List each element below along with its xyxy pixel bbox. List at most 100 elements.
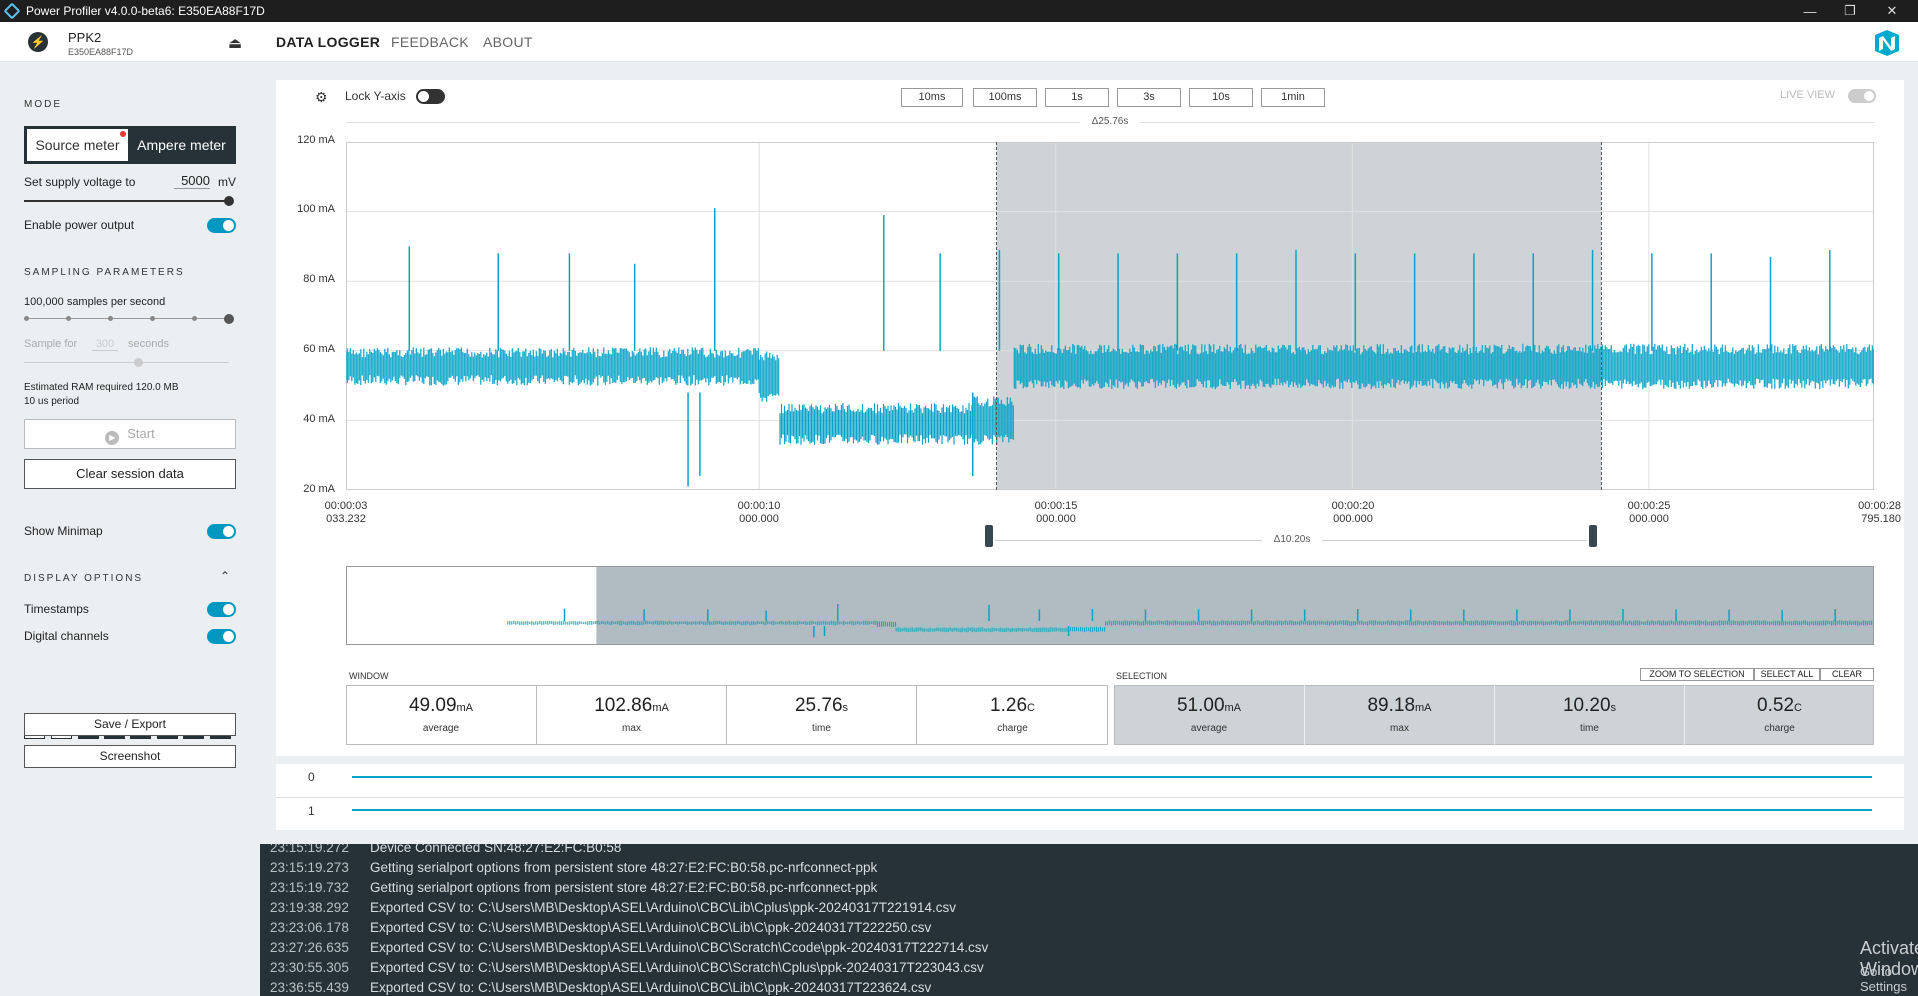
minimap[interactable]	[346, 566, 1874, 645]
digital-channels-panel: 0 1	[276, 764, 1904, 830]
sample-for-unit: seconds	[128, 338, 169, 350]
timestamps-toggle[interactable]	[207, 602, 236, 617]
window-title: Power Profiler v4.0.0-beta6: E350EA88F17…	[26, 4, 265, 18]
device-name[interactable]: PPK2	[68, 30, 102, 45]
y-tick-label: 40 mA	[303, 413, 335, 425]
ampere-meter-button[interactable]: Ampere meter	[137, 137, 226, 153]
mode-switch: Source meter Ampere meter	[24, 126, 236, 164]
current-trace-band	[895, 627, 1069, 633]
current-trace-band	[877, 621, 897, 627]
tab-data-logger[interactable]: DATA LOGGER	[276, 34, 381, 50]
screenshot-button[interactable]: Screenshot	[24, 745, 236, 768]
y-tick-label: 60 mA	[303, 343, 335, 355]
samples-rate-label: 100,000 samples per second	[24, 296, 166, 308]
samples-rate-slider[interactable]	[24, 318, 229, 319]
current-trace-band	[758, 351, 780, 402]
digital-channel-label: 0	[308, 770, 315, 784]
current-chart[interactable]	[346, 142, 1874, 490]
tab-about[interactable]: ABOUT	[483, 34, 533, 50]
enable-power-label: Enable power output	[24, 218, 135, 232]
zoom-3s-button[interactable]: 3s	[1117, 88, 1181, 107]
show-minimap-toggle[interactable]	[207, 524, 236, 539]
digital-channels-toggle[interactable]	[207, 629, 236, 644]
minimap-window-region	[596, 567, 1873, 644]
window-delta-label: Δ25.76s	[1080, 116, 1140, 127]
window-titlebar: Power Profiler v4.0.0-beta6: E350EA88F17…	[0, 0, 1918, 22]
start-button-label: Start	[127, 426, 155, 441]
selection-region	[996, 142, 1602, 490]
selection-start-handle[interactable]	[985, 525, 993, 547]
supply-voltage-input[interactable]: 5000	[174, 173, 210, 189]
current-trace-band	[1013, 343, 1874, 390]
play-icon: ▶	[105, 431, 120, 445]
supply-voltage-unit: mV	[218, 175, 236, 189]
maximize-button[interactable]: ❐	[1844, 3, 1856, 18]
zoom-1s-button[interactable]: 1s	[1045, 88, 1109, 107]
zoom-10ms-button[interactable]: 10ms	[901, 88, 963, 107]
close-button[interactable]: ✕	[1886, 3, 1898, 18]
gear-icon[interactable]: ⚙	[315, 89, 328, 105]
period-label: 10 us period	[24, 396, 80, 407]
source-meter-button[interactable]: Source meter	[27, 129, 128, 161]
zoom-to-selection-button[interactable]: ZOOM TO SELECTION	[1640, 668, 1754, 681]
sample-for-input[interactable]: 300	[92, 338, 118, 351]
select-all-button[interactable]: SELECT ALL	[1754, 668, 1820, 681]
selection-end-handle[interactable]	[1589, 525, 1597, 547]
current-trace-band	[346, 347, 759, 386]
supply-voltage-slider-knob[interactable]	[224, 196, 234, 206]
supply-voltage-label: Set supply voltage to	[24, 175, 136, 189]
window-stats-panel	[346, 685, 1108, 745]
eject-icon[interactable]: ⏏	[228, 35, 243, 52]
clear-session-button[interactable]: Clear session data	[24, 459, 236, 489]
lock-y-axis-label: Lock Y-axis	[345, 89, 406, 103]
zoom-10s-button[interactable]: 10s	[1189, 88, 1253, 107]
zoom-1min-button[interactable]: 1min	[1261, 88, 1325, 107]
supply-voltage-slider[interactable]	[24, 200, 229, 202]
digital-channel-0-trace	[352, 776, 1872, 778]
live-view-toggle[interactable]	[1848, 89, 1876, 103]
sample-for-slider[interactable]	[24, 362, 229, 363]
clear-selection-button[interactable]: CLEAR	[1820, 668, 1874, 681]
minimize-button[interactable]: —	[1803, 3, 1817, 19]
enable-power-toggle[interactable]	[207, 218, 236, 233]
selection-delta-label: Δ10.20s	[1262, 534, 1322, 545]
zoom-100ms-button[interactable]: 100ms	[973, 88, 1037, 107]
save-export-button[interactable]: Save / Export	[24, 713, 236, 736]
tab-feedback[interactable]: FEEDBACK	[391, 34, 469, 50]
sample-for-slider-knob[interactable]	[134, 358, 143, 367]
sample-for-label: Sample for	[24, 338, 78, 350]
current-trace-band	[1105, 620, 1873, 626]
show-minimap-label: Show Minimap	[24, 524, 103, 538]
start-button[interactable]: ▶ Start	[24, 419, 236, 449]
activate-windows-subtitle: Go to Settings to activate Windows.	[1860, 964, 1907, 996]
y-tick-label: 120 mA	[297, 134, 335, 146]
y-tick-label: 20 mA	[303, 483, 335, 495]
current-trace-band	[507, 620, 877, 626]
current-trace-band	[779, 403, 973, 445]
chevron-up-icon[interactable]: ⌃	[220, 569, 231, 583]
lock-y-axis-toggle[interactable]	[416, 89, 445, 104]
selection-stats-title: SELECTION	[1116, 671, 1168, 681]
digital-channel-1-trace	[352, 809, 1872, 811]
digital-channels-label: Digital channels	[24, 629, 109, 643]
y-tick-label: 80 mA	[303, 273, 335, 285]
lightning-icon[interactable]: ⚡	[28, 32, 48, 52]
